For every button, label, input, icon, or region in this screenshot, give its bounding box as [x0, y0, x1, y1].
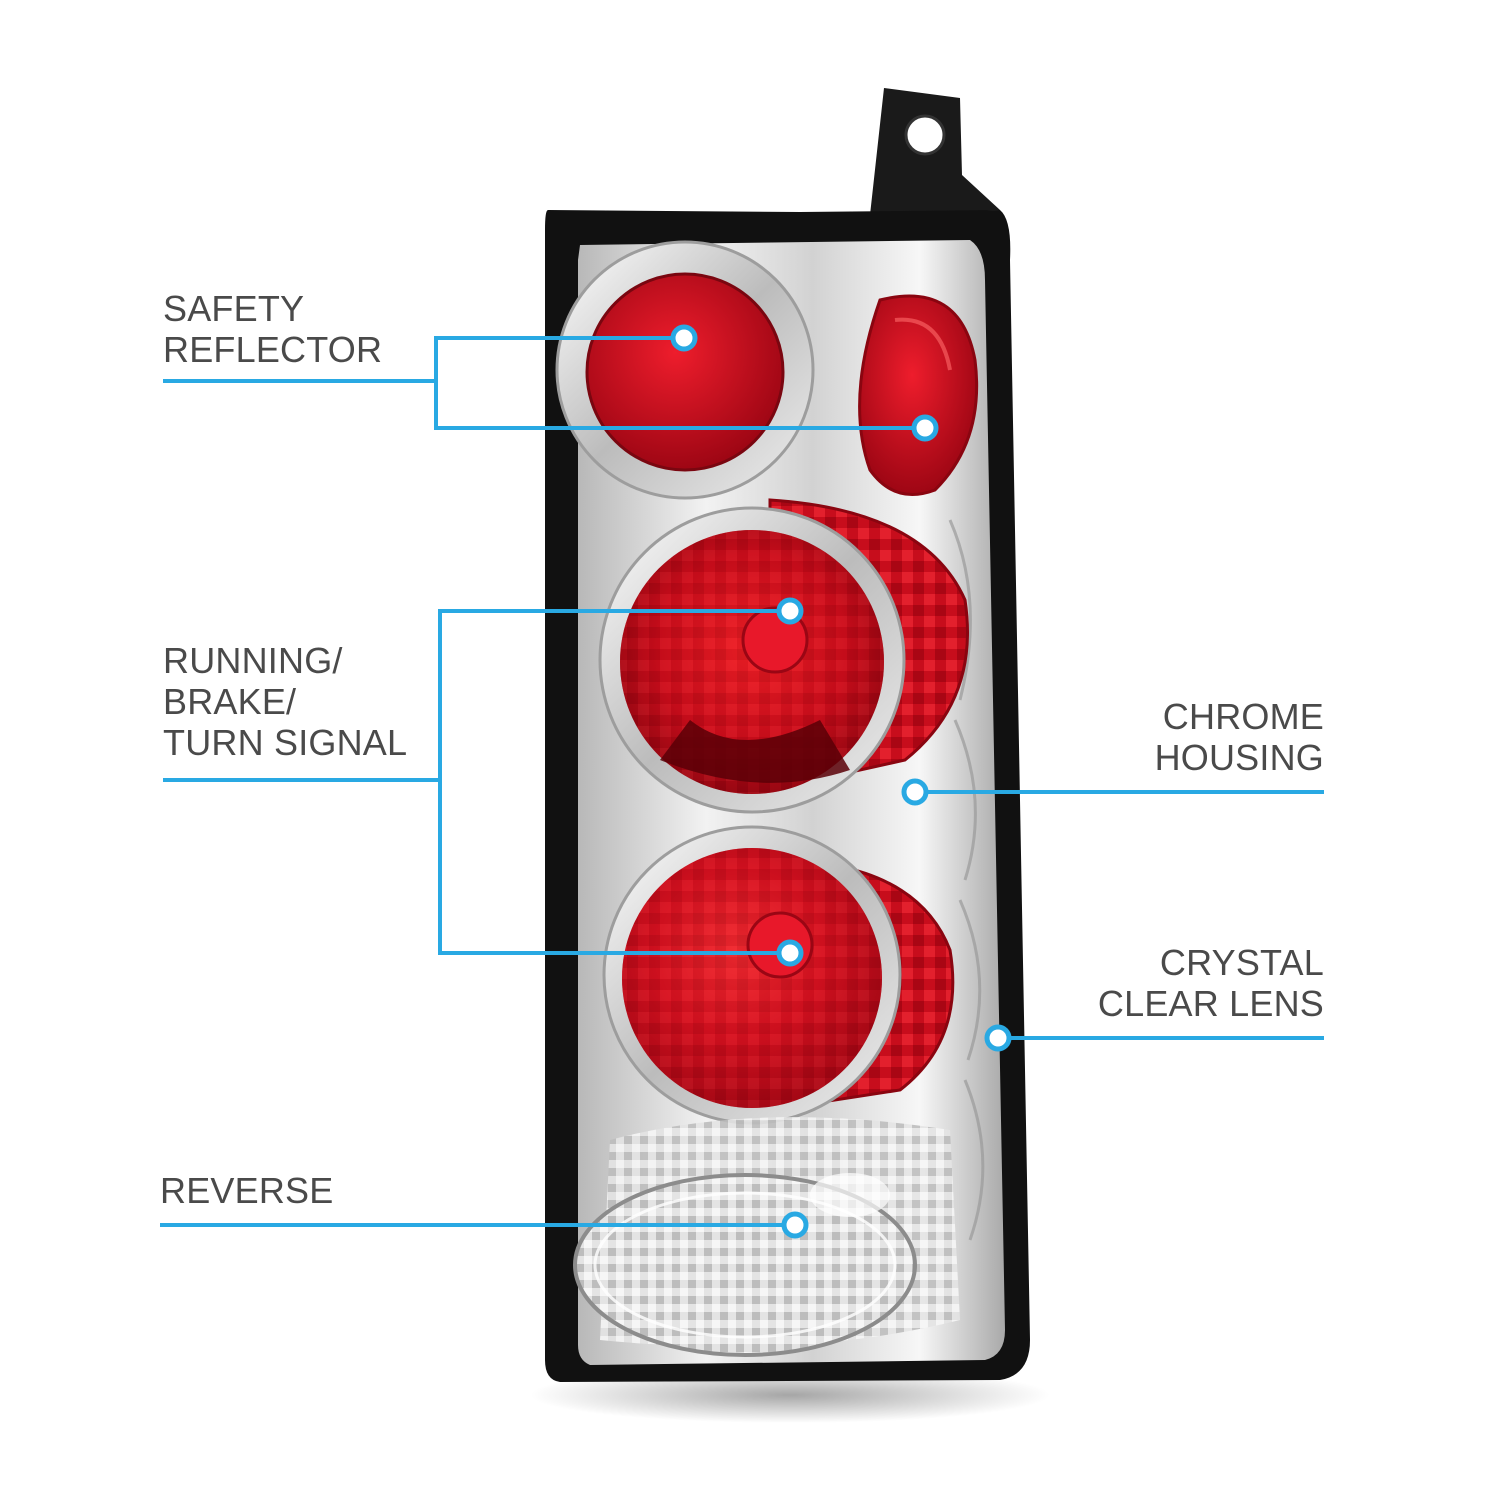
label-line: BRAKE/ [163, 681, 297, 722]
label-line: CRYSTAL [1159, 942, 1324, 983]
chrome-ridges [948, 519, 985, 1241]
mounting-bracket [870, 88, 1000, 215]
safety-reflector-side [858, 294, 979, 496]
label-safety-reflector: SAFETY REFLECTOR [163, 288, 382, 370]
dot-running-brake-upper [776, 597, 804, 625]
running-brake-lamp-upper [598, 498, 969, 814]
callout-lines [160, 336, 1324, 1227]
label-line: REVERSE [160, 1170, 334, 1211]
label-chrome-housing: CHROME HOUSING [1155, 696, 1324, 778]
dot-safety-reflector-left [670, 324, 698, 352]
dot-safety-reflector-side [911, 414, 939, 442]
label-line: REFLECTOR [163, 329, 383, 370]
label-line: RUNNING/ [163, 640, 343, 681]
label-crystal-clear-lens: CRYSTAL CLEAR LENS [1098, 942, 1324, 1024]
dot-reverse [781, 1211, 809, 1239]
label-reverse: REVERSE [160, 1170, 333, 1211]
dot-running-brake-lower [776, 939, 804, 967]
callout-dots [670, 324, 1012, 1239]
label-line: SAFETY [163, 288, 305, 329]
label-line: HOUSING [1154, 737, 1324, 778]
label-line: TURN SIGNAL [163, 722, 408, 763]
dot-crystal-clear-lens [984, 1024, 1012, 1052]
label-line: CHROME [1162, 696, 1324, 737]
label-line: CLEAR LENS [1097, 983, 1324, 1024]
safety-reflector-left [555, 240, 815, 500]
running-brake-lamp-lower [602, 825, 955, 1125]
label-running-brake-turn: RUNNING/ BRAKE/ TURN SIGNAL [163, 640, 407, 763]
dot-chrome-housing [901, 778, 929, 806]
reverse-lamp [573, 1117, 960, 1357]
